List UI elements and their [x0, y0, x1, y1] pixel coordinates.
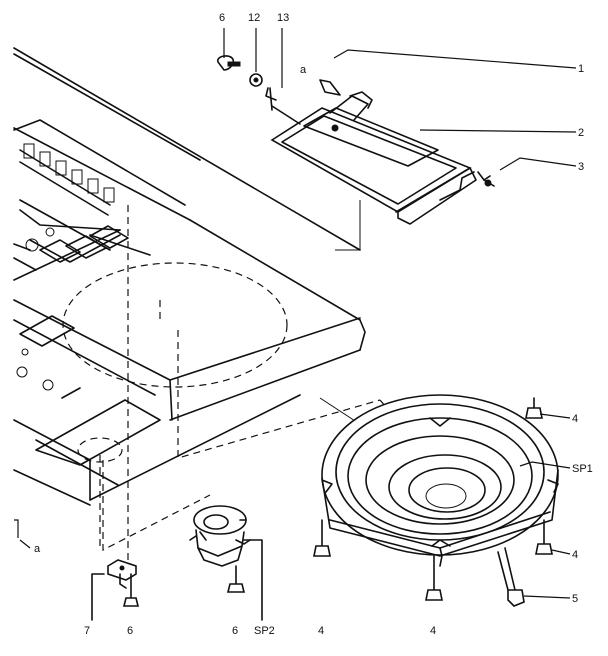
part-labels: 6 12 13 a 1 2 3 4 SP1 4 5 4 4 7 6 6 SP2 … [19, 12, 593, 637]
label-4-bottom: 4 [430, 625, 436, 637]
grille-outline [62, 262, 288, 388]
label-6-bracket: 6 [127, 625, 133, 637]
label-a-top: a [300, 64, 307, 76]
bracket-7 [91, 559, 137, 621]
lid-door-assembly [270, 79, 491, 225]
label-sp1: SP1 [572, 463, 593, 475]
label-4-upper-right: 4 [572, 413, 578, 425]
leader-lines [14, 28, 577, 599]
fastener-screws [122, 397, 553, 607]
label-5: 5 [572, 593, 578, 605]
label-4-right: 4 [572, 549, 578, 561]
label-6-sp2: 6 [232, 625, 238, 637]
label-12: 12 [248, 12, 260, 24]
label-7: 7 [84, 625, 90, 637]
label-6-top: 6 [219, 12, 225, 24]
speaker-sp1 [321, 394, 559, 567]
speaker-sp2 [189, 505, 263, 621]
label-4-left: 4 [318, 625, 324, 637]
top-screws [217, 55, 495, 187]
label-2: 2 [578, 127, 584, 139]
label-sp2: SP2 [254, 625, 275, 637]
label-13: 13 [277, 12, 289, 24]
cabinet-housing [13, 47, 366, 506]
label-3: 3 [578, 161, 584, 173]
label-a-left: a [34, 543, 41, 555]
label-1: 1 [578, 63, 584, 75]
